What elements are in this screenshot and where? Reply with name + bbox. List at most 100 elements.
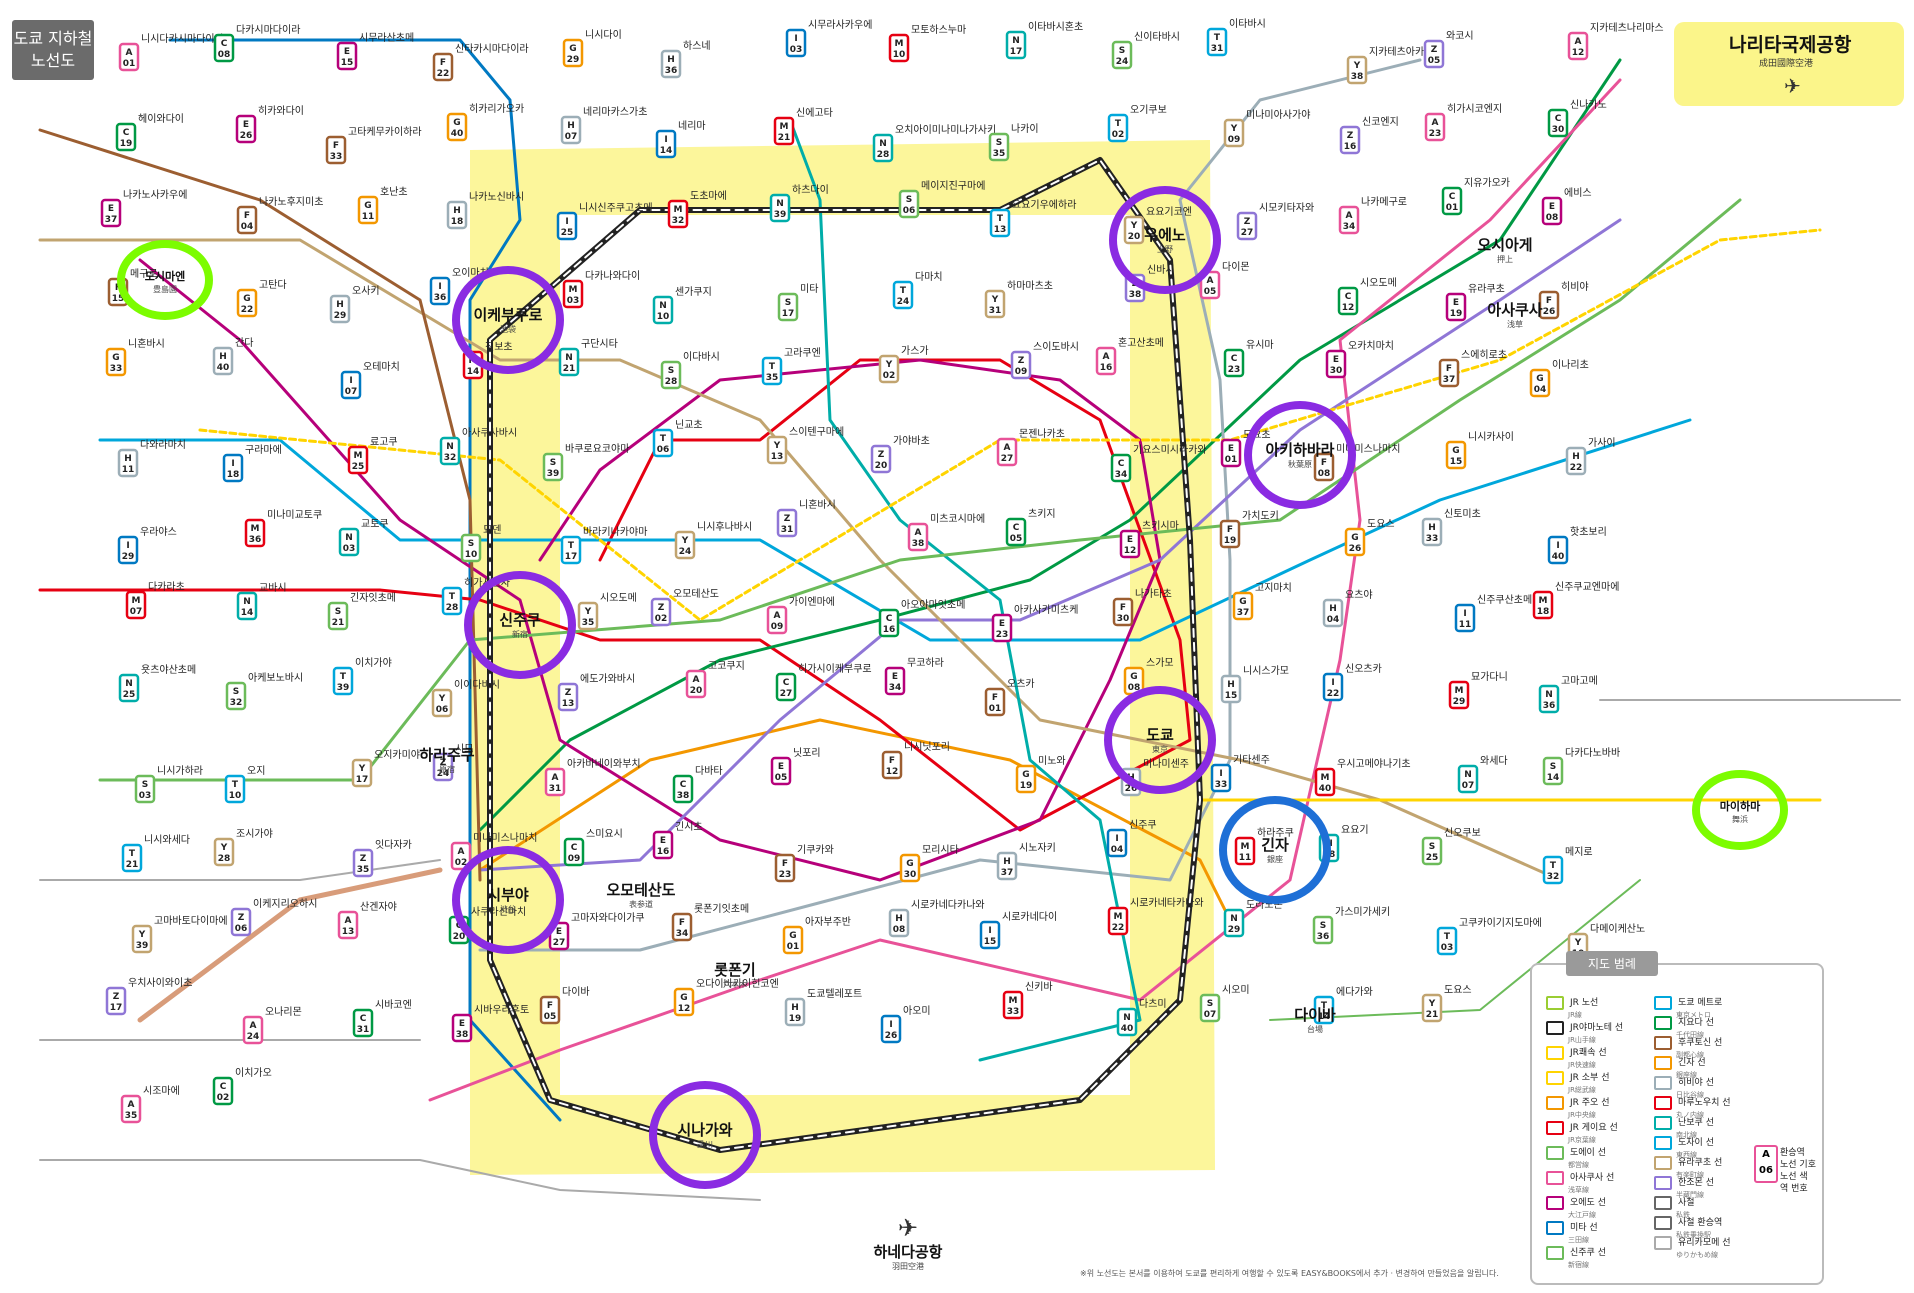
- narita-airport-box[interactable]: 나리타국제공항 成田國際空港 ✈: [1674, 22, 1904, 106]
